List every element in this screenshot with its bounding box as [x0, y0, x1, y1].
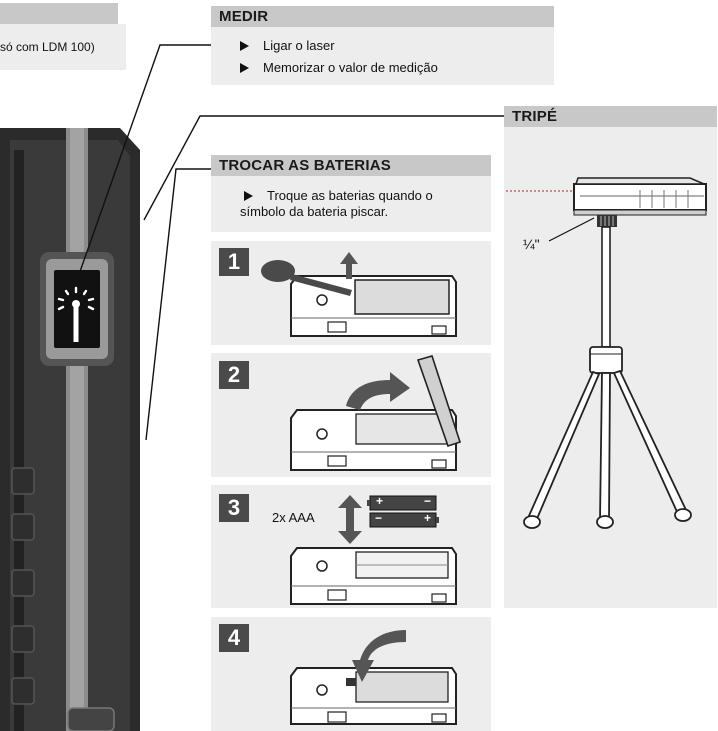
medir-panel — [211, 27, 554, 85]
top-left-text: só com LDM 100) — [0, 40, 95, 54]
step-2-illustration — [290, 355, 462, 471]
baterias-instruction: Troque as baterias quando o símbolo da b… — [240, 188, 433, 220]
bullet-triangle-icon — [244, 191, 253, 201]
step-1-illustration — [261, 252, 457, 337]
device-body-illustration — [0, 128, 140, 731]
medir-item-label: Ligar o laser — [263, 38, 335, 53]
step-3-number: 3 — [219, 494, 249, 522]
step-4-illustration — [290, 630, 457, 725]
step-3-illustration — [290, 495, 457, 605]
step-1-number: 1 — [219, 248, 249, 276]
medir-item-label: Memorizar o valor de medição — [263, 60, 438, 75]
battery-minus-2: − — [375, 511, 383, 525]
step-2-number: 2 — [219, 361, 249, 389]
baterias-header: TROCAR AS BATERIAS — [211, 155, 491, 176]
laser-icon — [57, 286, 95, 342]
top-left-panel — [0, 24, 126, 70]
leader-lines — [76, 44, 504, 441]
medir-item-1: Ligar o laser — [240, 37, 335, 54]
leader-baterias — [145, 168, 211, 441]
tripe-header: TRIPÉ — [504, 106, 717, 127]
leader-tripe — [143, 115, 504, 221]
tripod-illustration — [506, 177, 707, 529]
instruction-line-1: Troque as baterias quando o — [267, 188, 433, 203]
bullet-triangle-icon — [240, 63, 249, 73]
instruction-line-2: símbolo da bateria piscar. — [240, 204, 389, 219]
leader-medir — [76, 44, 211, 281]
battery-plus-2: + — [424, 511, 432, 525]
thread-size-label: ¼" — [523, 236, 540, 252]
baterias-instruction-panel — [211, 176, 491, 232]
top-left-header-strip — [0, 3, 118, 24]
bullet-triangle-icon — [240, 41, 249, 51]
battery-count-label: 2x AAA — [272, 510, 315, 525]
medir-header: MEDIR — [211, 6, 554, 27]
battery-plus-1: + — [376, 494, 384, 508]
step-4-number: 4 — [219, 624, 249, 652]
battery-minus-1: − — [424, 494, 432, 508]
medir-item-2: Memorizar o valor de medição — [240, 59, 438, 76]
